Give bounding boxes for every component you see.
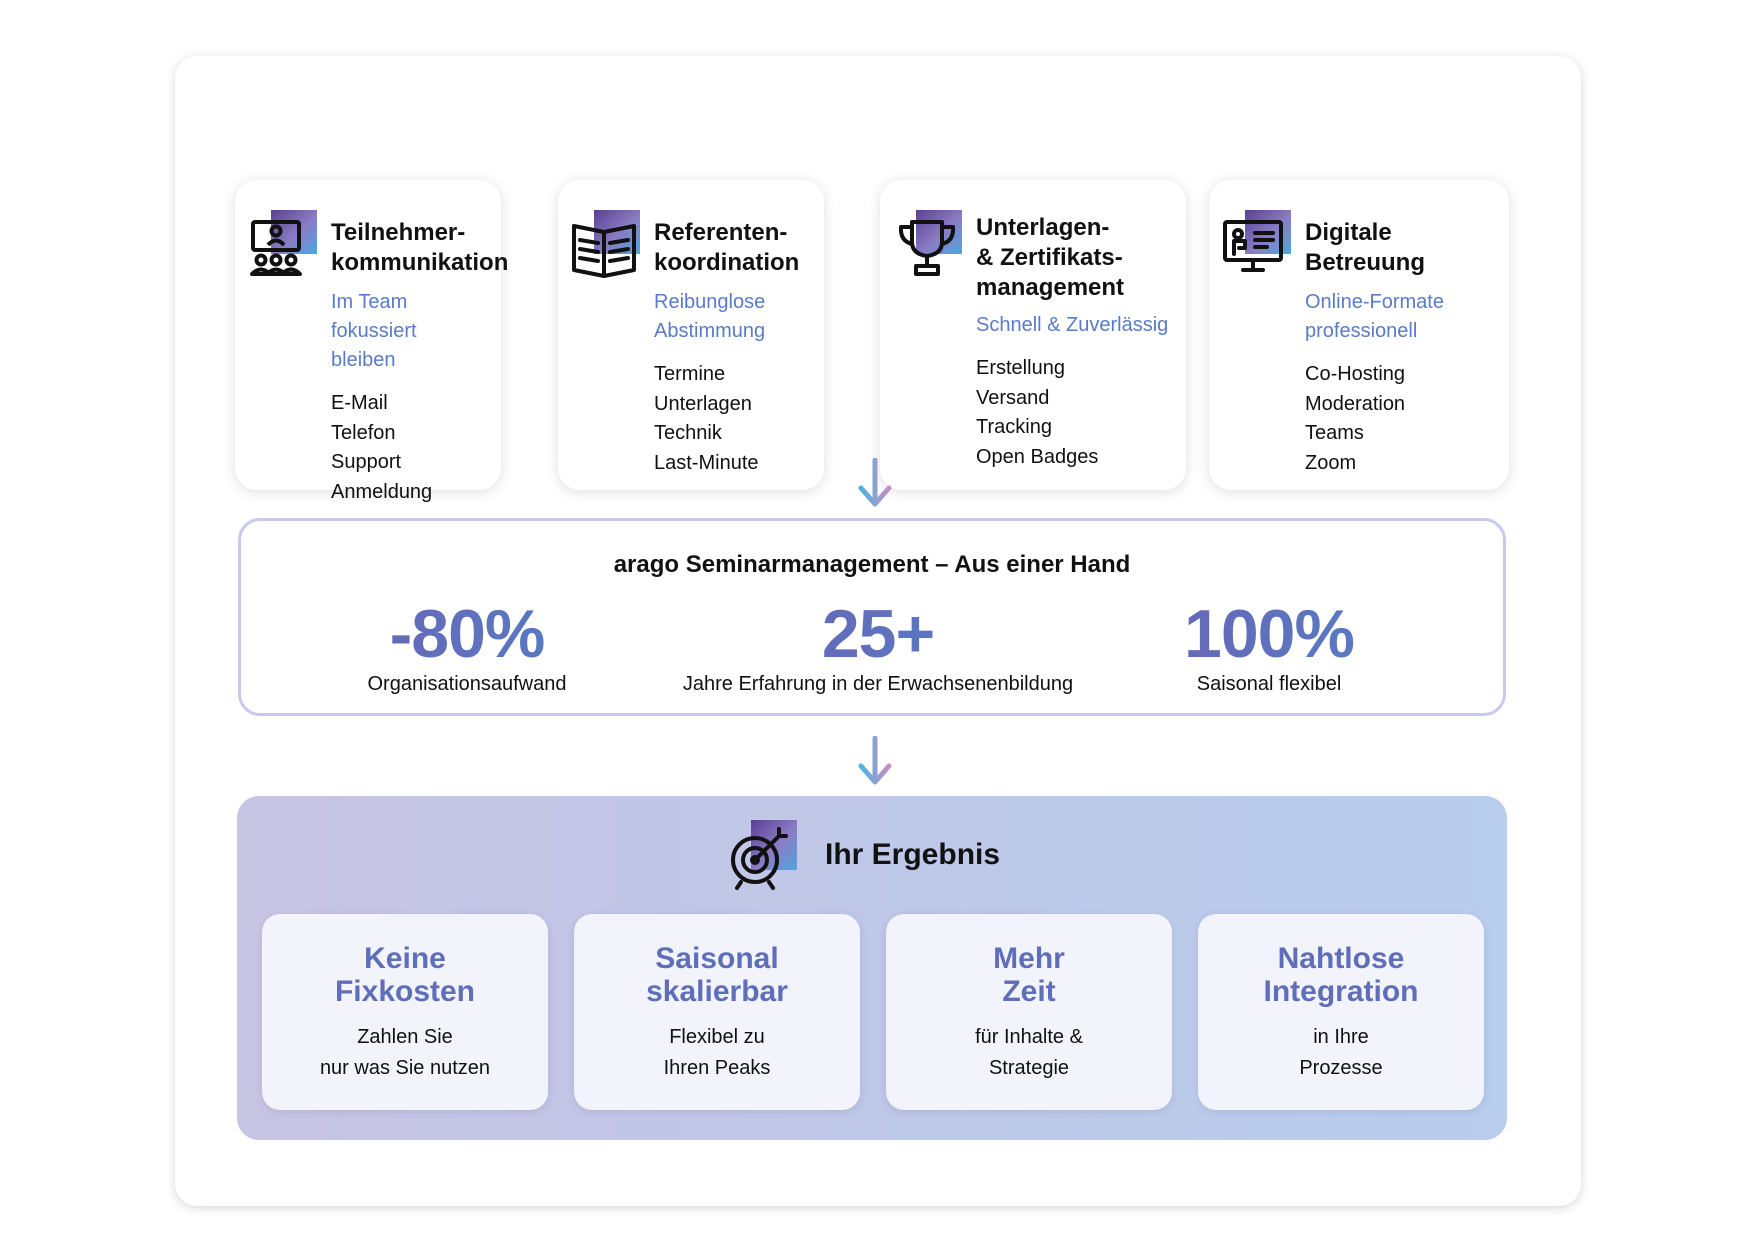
result-card-title: Saisonal skalierbar: [646, 942, 788, 1008]
result-section: Ihr Ergebnis Keine Fixkosten Zahlen Sie …: [237, 796, 1507, 1140]
list-item: Technik: [654, 422, 722, 444]
list-item: Moderation: [1305, 392, 1406, 415]
open-book-icon: [572, 210, 640, 278]
card-title: Unterlagen- & Zertifikats- management: [976, 214, 1125, 301]
result-card-text: in Ihre Prozesse: [1299, 1026, 1383, 1079]
stat-value: 100%: [1039, 599, 1499, 669]
stat-flexibility: 100% Saisonal flexibel: [1039, 599, 1499, 696]
arrow-down-icon: [858, 458, 892, 507]
card-subtitle: Im Team fokussiert bleiben: [331, 291, 417, 371]
stat-value: -80%: [237, 599, 697, 669]
card-title: Referenten- koordination: [654, 219, 800, 276]
result-card-title: Keine Fixkosten: [334, 942, 476, 1008]
audience-presentation-icon: [250, 210, 317, 276]
summary-box: arago Seminarmanagement – Aus einer Hand…: [238, 518, 1506, 716]
list-item: Versand: [976, 386, 1050, 409]
list-item: Co-Hosting: [1305, 363, 1406, 385]
summary-title: arago Seminarmanagement – Aus einer Hand: [613, 551, 1131, 578]
list-item: Telefon: [331, 421, 396, 444]
result-card-text: Zahlen Sie nur was Sie nutzen: [319, 1026, 491, 1079]
card-item-list: E-Mail Telefon Support Anmeldung: [331, 389, 495, 507]
card-subtitle: Reibunglose Abstimmung: [654, 291, 766, 342]
result-card-text: Flexibel zu Ihren Peaks: [663, 1026, 771, 1079]
card-item-list: Co-Hosting Moderation Teams Zoom: [1305, 360, 1503, 478]
result-card-no-fixed-costs: Keine Fixkosten Zahlen Sie nur was Sie n…: [262, 914, 548, 1110]
list-item: E-Mail: [331, 392, 388, 414]
result-card-seasonal-scalable: Saisonal skalierbar Flexibel zu Ihren Pe…: [574, 914, 860, 1110]
result-title: Ihr Ergebnis: [825, 838, 1001, 871]
trophy-icon: [898, 210, 962, 276]
arrow-down-icon: [858, 736, 892, 785]
stat-experience: 25+ Jahre Erfahrung in der Erwachsenenbi…: [648, 599, 1108, 696]
list-item: Zoom: [1305, 451, 1357, 474]
service-card-speaker-coordination: Referenten- koordination Reibunglose Abs…: [558, 180, 824, 490]
list-item: Erstellung: [976, 357, 1065, 379]
stat-label: Jahre Erfahrung in der Erwachsenenbildun…: [682, 673, 1074, 695]
card-title: Teilnehmer- kommunikation: [331, 219, 509, 276]
online-presenter-monitor-icon: [1223, 210, 1291, 272]
list-item: Unterlagen: [654, 392, 752, 415]
list-item: Teams: [1305, 422, 1364, 444]
result-card-text: für Inhalte & Strategie: [975, 1026, 1083, 1079]
stat-label: Saisonal flexibel: [1196, 673, 1342, 695]
stat-value: 25+: [648, 599, 1108, 669]
list-item: Last-Minute: [654, 451, 759, 474]
list-item: Termine: [654, 363, 726, 385]
card-item-list: Erstellung Versand Tracking Open Badges: [976, 354, 1180, 472]
result-card-seamless-integration: Nahtlose Integration in Ihre Prozesse: [1198, 914, 1484, 1110]
result-header: Ihr Ergebnis: [237, 818, 1507, 892]
card-subtitle: Online-Formate professionell: [1305, 291, 1444, 342]
stat-organisation: -80% Organisationsaufwand: [237, 599, 697, 696]
list-item: Anmeldung: [331, 480, 433, 503]
list-item: Open Badges: [976, 445, 1099, 468]
list-item: Tracking: [976, 416, 1052, 438]
stat-label: Organisationsaufwand: [367, 673, 567, 695]
card-subtitle: Schnell & Zuverlässig: [976, 314, 1169, 336]
card-item-list: Termine Unterlagen Technik Last-Minute: [654, 360, 818, 478]
service-card-digital-support: Digitale Betreuung Online-Formate profes…: [1209, 180, 1509, 490]
service-card-certificate-management: Unterlagen- & Zertifikats- management Sc…: [880, 180, 1186, 490]
target-icon: [731, 820, 797, 890]
list-item: Support: [331, 451, 402, 473]
service-card-participant-communication: Teilnehmer- kommunikation Im Team fokuss…: [235, 180, 509, 503]
result-card-more-time: Mehr Zeit für Inhalte & Strategie: [886, 914, 1172, 1110]
result-card-title: Mehr Zeit: [993, 942, 1065, 1008]
card-title: Digitale Betreuung: [1305, 219, 1425, 276]
result-card-title: Nahtlose Integration: [1263, 942, 1419, 1008]
